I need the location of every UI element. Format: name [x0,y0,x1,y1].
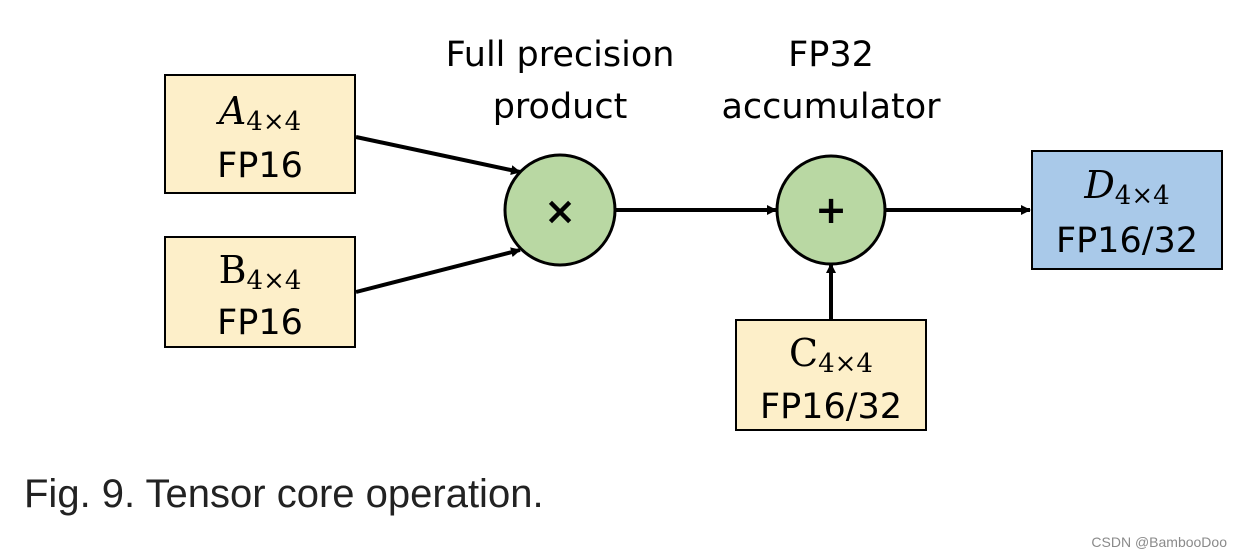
arrow-a-to-multiply [355,135,521,176]
matrix-d-label: D4×4 [1083,163,1169,211]
product-label-line1: Full precision [446,35,675,75]
matrix-d-type: FP16/32 [1056,221,1198,261]
multiply-operator: × [503,153,617,267]
matrix-c-label: C4×4 [789,331,873,379]
watermark: CSDN @BambooDoo [1091,534,1227,550]
product-label-line2: product [493,87,628,127]
accumulator-label-line2: accumulator [721,87,941,127]
matrix-a-label: A4×4 [216,89,301,137]
matrix-c-box: C4×4 FP16/32 [735,319,927,431]
arrow-b-to-multiply [355,247,521,294]
matrix-c-type: FP16/32 [760,387,902,427]
add-operator: + [775,154,887,266]
matrix-b-label: B4×4 [219,248,302,296]
accumulator-label-line1: FP32 [788,35,874,75]
figure-caption: Fig. 9. Tensor core operation. [24,472,544,516]
multiply-symbol: × [544,189,576,233]
matrix-b-box: B4×4 FP16 [164,236,356,348]
add-symbol: + [815,188,847,232]
matrix-a-type: FP16 [217,146,303,186]
matrix-b-type: FP16 [217,303,303,343]
matrix-a-box: A4×4 FP16 [164,74,356,194]
matrix-d-box: D4×4 FP16/32 [1031,150,1223,270]
